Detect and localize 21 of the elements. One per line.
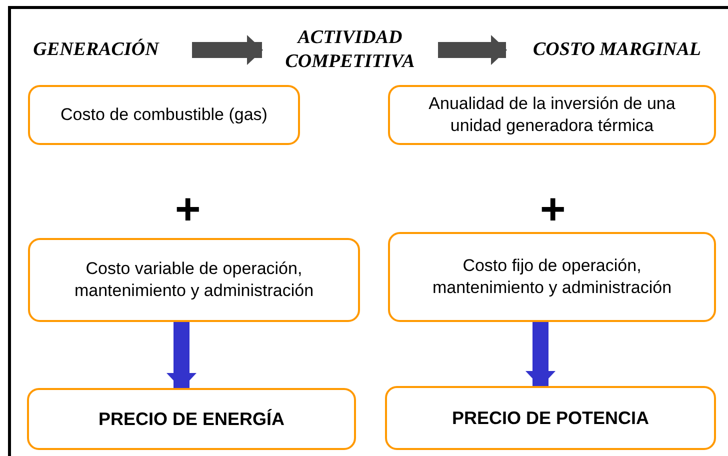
box-text: PRECIO DE POTENCIA: [452, 406, 650, 430]
rounded-box: [27, 388, 356, 450]
rounded-box: [28, 238, 360, 322]
rounded-box: [385, 386, 716, 450]
box-text: Anualidad de la inversión de una unidad generadora térmica: [428, 93, 676, 137]
box-text: Costo de combustible (gas): [60, 104, 268, 126]
box-text: Costo variable de operación, mantenimiento y administración: [73, 258, 315, 302]
rounded-box: [388, 85, 716, 145]
block-arrow: [192, 35, 263, 65]
stage-label: COSTO MARGINAL: [532, 38, 702, 62]
box-text: Costo fijo de operación, mantenimiento y administración: [431, 255, 673, 299]
plus-sign: +: [540, 190, 566, 230]
box-text: PRECIO DE ENERGÍA: [98, 408, 285, 430]
plus-sign: +: [175, 190, 201, 230]
block-arrow: [526, 322, 556, 387]
stage-label: GENERACIÓN: [33, 38, 159, 62]
rounded-box: [388, 232, 716, 322]
block-arrow: [438, 35, 507, 65]
block-arrow: [166, 322, 196, 389]
rounded-box: [28, 85, 300, 145]
stage-label: ACTIVIDAD COMPETITIVA: [284, 26, 416, 74]
